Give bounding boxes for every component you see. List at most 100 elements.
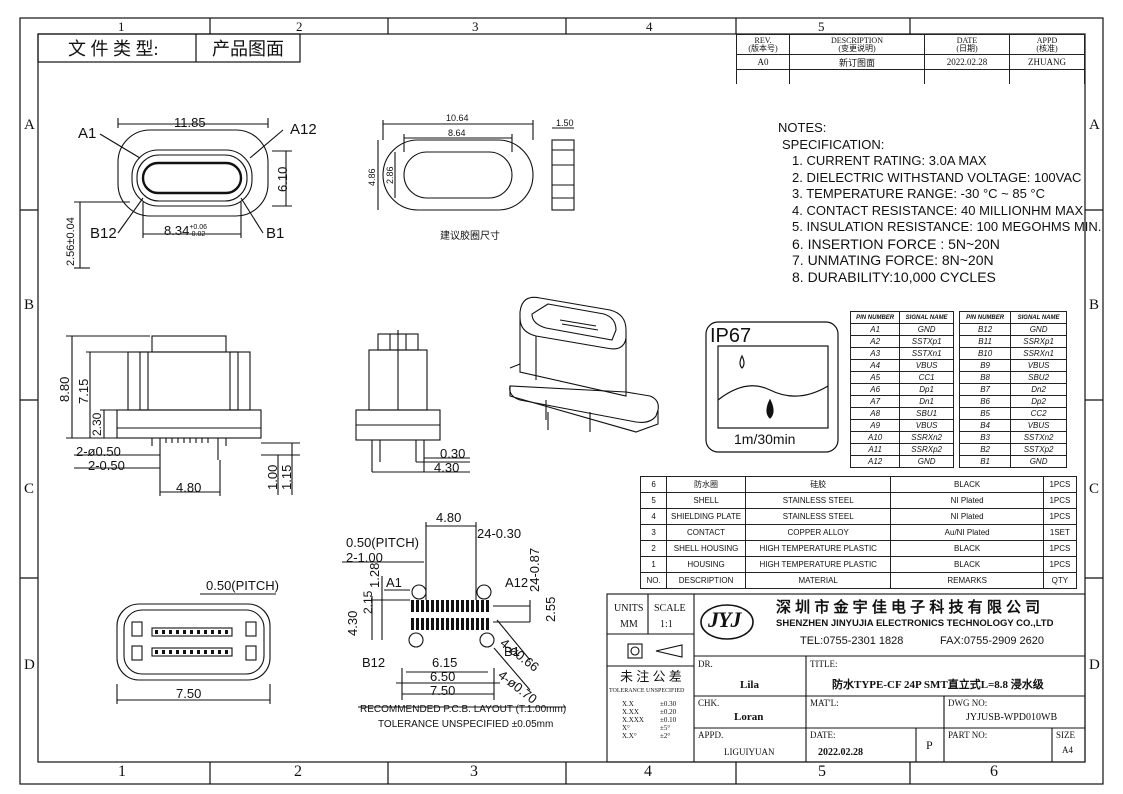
side-slot-dim: 2-0.50 [88,458,125,473]
bottom-view-contacts [155,630,228,654]
inner-frame [37,33,1086,763]
tolerance-value: ±2° [660,732,671,740]
pin-number: A6 [849,383,901,396]
notes-subtitle: SPECIFICATION: [782,136,885,152]
tolerance-format: X.X° [622,732,637,740]
pin-signal: SSTXn2 [1010,431,1067,444]
title-block-lines [606,593,1086,763]
gasket-caption: 建议胶圈尺寸 [440,231,500,242]
bom-cell: STAINLESS STEEL [744,508,892,525]
pcb-tolerance: TOLERANCE UNSPECIFIED ±0.05mm [378,719,554,730]
tolerance-value: ±0.30 [660,700,677,708]
desc-header: DESCRIPTION(变更说明) [789,34,925,55]
pin-signal: GND [1010,455,1067,468]
row-letter-d: D [24,657,35,673]
pin-number: B1 [958,455,1012,468]
company-tel: TEL:0755-2301 1828 [800,635,904,647]
front-view-drawing [355,330,470,473]
pin-signal: SSRXp1 [1010,335,1067,348]
pcb-pitch: 0.50(PITCH) [346,535,419,550]
scale-label: SCALE [654,603,686,614]
side-foot-1: 1.00 [265,464,280,490]
dr-label: DR. [698,659,713,669]
pin-signal: Dp2 [1010,395,1067,408]
pin-number: B10 [958,347,1012,360]
note-item: 6. INSERTION FORCE : 5N~20N [792,235,1000,252]
row-letter-a: A [24,117,35,133]
pin-signal: GND [899,455,954,468]
drawing-title: 防水TYPE-CF 24P SMT直立式L=8.8 浸水级 [832,679,1044,691]
rev-value: A0 [736,54,790,70]
tolerance-value: ±0.10 [660,716,677,724]
gasket-inner-h: 2.86 [385,166,395,184]
tolerance-row: X.XX±0.20 [622,708,676,716]
gasket-inner-dim: 8.64 [448,128,466,138]
top-width-dim: 11.85 [174,115,206,130]
tolerance-row: X.X±0.30 [622,700,676,708]
tolerance-title: 未 注 公 差 [620,669,682,684]
company-en: SHENZHEN JINYUJIA ELECTRONICS TECHNOLOGY… [776,618,1054,629]
pin-signal: CC2 [1010,407,1067,420]
pin-number: B2 [958,443,1012,456]
pin-number: B11 [958,335,1012,348]
tolerance-row: X.X° ±2° [622,732,676,740]
row-letter-b: B [24,297,35,313]
side-width-dim: 4.80 [176,480,202,495]
front-dim-1: 0.30 [440,446,466,461]
pin-number: A7 [849,395,901,408]
gasket-outer-dim: 10.64 [446,113,469,123]
pin-number: A9 [849,419,901,432]
appd-value: LIGUIYUAN [724,747,775,757]
ip-spec: 1m/30min [734,431,796,447]
col-number-1-bottom: 1 [118,763,126,780]
bom-cell: 4 [639,508,668,525]
bom-cell: CONTACT [666,524,746,541]
bom-cell: 硅胶 [744,476,892,493]
company-fax: FAX:0755-2909 2620 [940,635,1044,647]
bom-cell: 1PCS [1042,540,1078,557]
pin-number: A2 [849,335,901,348]
pin-number: B3 [958,431,1012,444]
note-item: 4. CONTACT RESISTANCE: 40 MILLIONHM MAX [792,202,1084,218]
bom-cell: SHELL HOUSING [666,540,746,557]
dwg-value: JYJUSB-WPD010WB [966,712,1058,723]
pin-signal: SBU1 [899,407,954,420]
bom-cell: 1PCS [1042,476,1078,493]
pcb-w3: 6.50 [430,669,456,684]
title-label: TITLE: [810,659,838,669]
pcb-w1: 4.80 [436,510,462,525]
notes-title: NOTES: [778,120,827,135]
pin-signal: SSRXn1 [1010,347,1067,360]
front-dim-2: 4.30 [434,460,460,475]
appd-header: APPD(核准) [1009,34,1085,55]
pcb-w4: 7.50 [430,683,456,698]
outer-frame [19,17,1104,785]
bom-header-cell: DESCRIPTION [666,572,746,589]
pin-signal: VBUS [1010,419,1067,432]
bottom-pitch: 0.50(PITCH) [206,578,279,593]
dwg-label: DWG NO: [948,698,988,708]
col-number-3: 3 [472,19,479,34]
side-view-drawing [66,335,300,496]
dr-value: Lila [740,679,759,691]
matl-label: MAT'L: [810,698,839,708]
pcb-h1: 1.28 [367,562,382,588]
col-number-3-bottom: 3 [470,763,478,780]
pcb-caption: RECOMMENDED P.C.B. LAYOUT (T:1.00mm) [360,704,567,715]
side-base-h: 2.30 [90,412,104,436]
pin-number: A5 [849,371,901,384]
